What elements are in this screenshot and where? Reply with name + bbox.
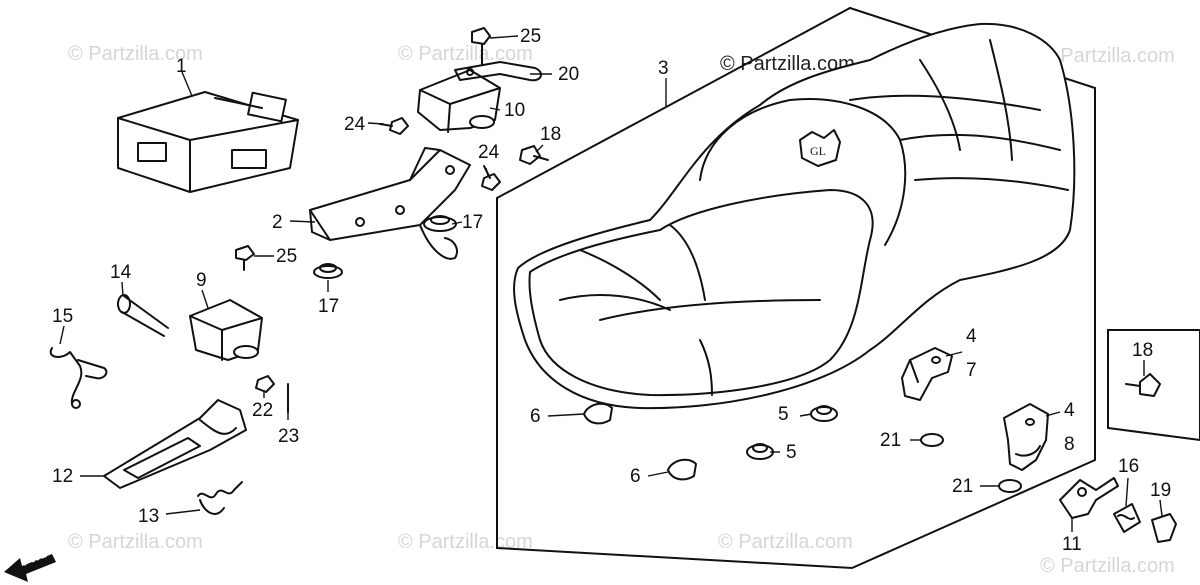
part-19-pin (1151, 513, 1177, 543)
callout-13: 13 (138, 506, 159, 527)
callout-5b: 5 (786, 442, 797, 463)
callout-12: 12 (52, 466, 73, 487)
part-3-seat: GL (513, 22, 1076, 410)
part-14-pin (117, 294, 169, 337)
leader-lines (59, 35, 1163, 532)
callout-20: 20 (558, 64, 579, 85)
callout-1: 1 (176, 56, 187, 77)
callout-25a: 25 (520, 26, 541, 47)
part-1-control-unit (117, 91, 299, 193)
part-6-clip-b (667, 458, 697, 481)
callout-18a: 18 (540, 124, 561, 145)
watermark: © Partzilla.com (718, 531, 853, 553)
callout-17b: 17 (318, 296, 339, 317)
part-4-7-bracket (901, 347, 953, 401)
watermark: © Partzilla.com (68, 531, 203, 553)
callout-2: 2 (272, 212, 283, 233)
inset-frame (1107, 329, 1200, 442)
callout-21a: 21 (880, 430, 901, 451)
part-5-clip-a (810, 405, 838, 422)
part-24-bolt-b (481, 165, 501, 191)
callout-25b: 25 (276, 246, 297, 267)
part-10-bracket (417, 69, 501, 133)
callout-24b: 24 (478, 142, 500, 163)
callout-9: 9 (196, 270, 207, 291)
part-4-8-bracket (1003, 403, 1049, 471)
part-20-strap (454, 61, 542, 82)
part-6-clip-a (583, 402, 613, 425)
watermark: © Partzilla.com (68, 43, 203, 65)
callout-6a: 6 (530, 406, 541, 427)
part-18-bolt-inset (1125, 373, 1161, 397)
part-25-bolt-top (471, 27, 491, 65)
part-25-bolt-lower (235, 245, 255, 271)
seat-emblem: GL (810, 144, 826, 158)
callouts: 1 2 3 4 4 5 5 6 6 7 8 9 10 11 12 13 14 1… (52, 26, 1171, 555)
callout-8: 8 (1064, 434, 1075, 455)
callout-24a: 24 (344, 114, 366, 135)
part-18-bolt (519, 145, 549, 165)
callout-4a: 4 (966, 326, 977, 347)
part-21-grommet-b (998, 479, 1022, 493)
part-16-spring (1113, 503, 1141, 533)
callout-16: 16 (1118, 456, 1139, 477)
part-11-latch (1059, 477, 1119, 519)
callout-4b: 4 (1064, 400, 1075, 421)
watermark-main: © Partzilla.com (720, 53, 855, 75)
callout-5a: 5 (778, 404, 789, 425)
watermark: © Partzilla.com (398, 43, 533, 65)
part-15-clip (49, 347, 108, 409)
callout-7: 7 (966, 360, 977, 381)
watermark: © Partzilla.com (1040, 45, 1175, 67)
callout-15: 15 (52, 306, 73, 327)
part-13-spring (197, 481, 243, 515)
watermarks: © Partzilla.com © Partzilla.com © Partzi… (68, 43, 1175, 577)
callout-23: 23 (278, 426, 299, 447)
part-22-nut (255, 375, 275, 393)
part-12-tray (103, 399, 247, 489)
callout-21b: 21 (952, 476, 973, 497)
watermark: © Partzilla.com (1040, 555, 1175, 577)
callout-3: 3 (658, 58, 669, 79)
part-2-bracket (309, 147, 471, 260)
part-17-grommet-a (423, 215, 457, 232)
part-9-bracket (189, 299, 263, 361)
callout-10: 10 (504, 100, 525, 121)
callout-6b: 6 (630, 466, 641, 487)
callout-19: 19 (1150, 480, 1171, 501)
callout-11: 11 (1062, 534, 1082, 555)
seat-assembly-frame (496, 6, 1096, 570)
callout-18b: 18 (1132, 340, 1153, 361)
callout-22: 22 (252, 400, 273, 421)
part-17-grommet-b (313, 263, 343, 279)
part-21-grommet-a (920, 433, 944, 447)
callout-14: 14 (110, 262, 132, 283)
part-24-bolt-a (379, 117, 409, 135)
fwd-arrow: FWD (4, 545, 56, 582)
part-5-clip-b (746, 443, 774, 460)
callout-17a: 17 (462, 212, 483, 233)
